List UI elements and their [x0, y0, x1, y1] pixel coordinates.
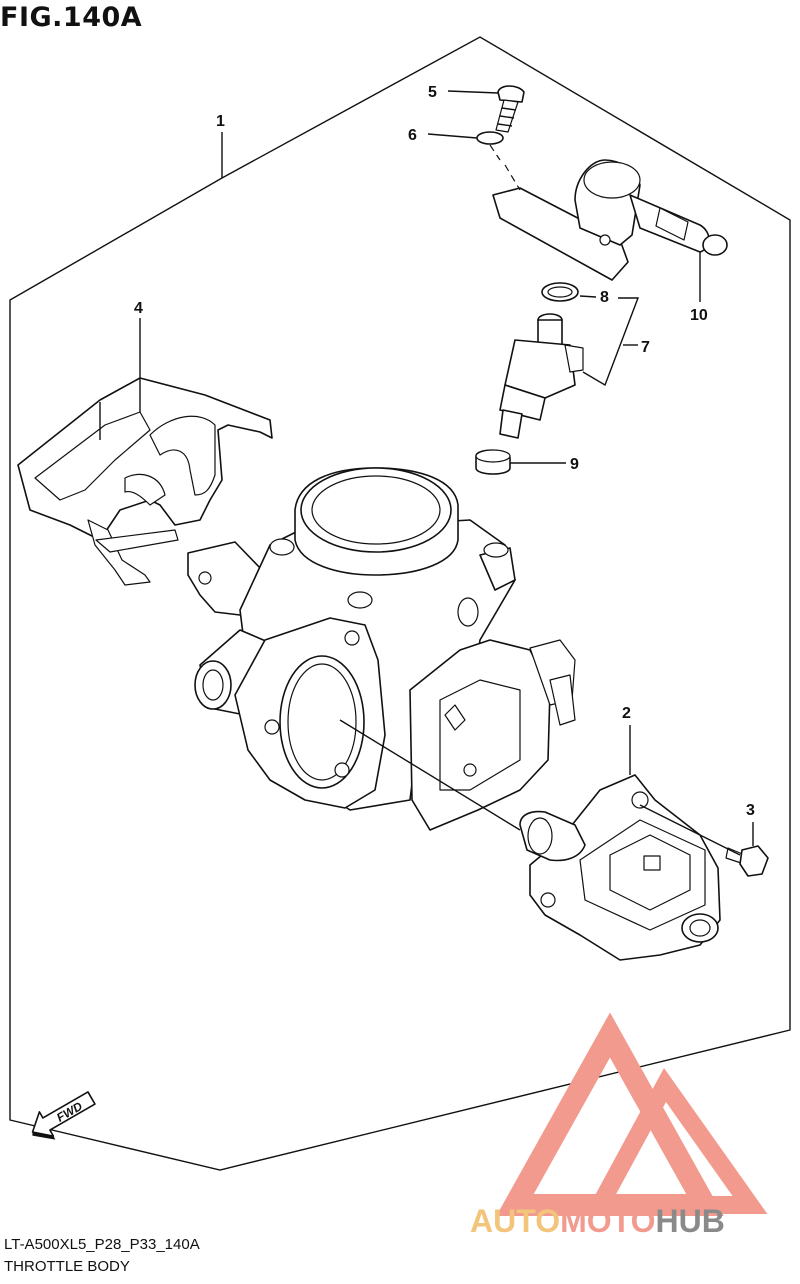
part-8-o-ring-inner [547, 286, 573, 298]
figure-name: THROTTLE BODY [4, 1258, 130, 1275]
leader-6 [427, 133, 478, 139]
callout-2: 2 [622, 705, 631, 722]
dash-5-6 [489, 144, 501, 161]
part-1-throttle-body [187, 467, 576, 831]
leader-iac-screw [639, 804, 741, 856]
dash-6-10 [504, 164, 521, 191]
part-3-screw [725, 845, 769, 877]
callout-9: 9 [570, 456, 579, 473]
callout-8: 8 [600, 289, 609, 306]
leader-7-bracket [582, 297, 640, 387]
leader-iac-bore [339, 719, 521, 831]
part-7-fuel-injector [499, 313, 584, 439]
part-6-washer [476, 131, 504, 145]
callout-6: 6 [408, 127, 417, 144]
leader-8 [579, 295, 597, 298]
part-9-seal [475, 449, 511, 475]
callout-3: 3 [746, 802, 755, 819]
callout-5: 5 [428, 84, 437, 101]
callout-1: 1 [216, 113, 225, 130]
part-4-bracket [17, 377, 273, 586]
watermark-logo [496, 1012, 768, 1216]
callout-4: 4 [134, 300, 143, 317]
figure-title: FIG.140A [0, 2, 143, 33]
part-2-iac-valve [519, 774, 721, 961]
part-10-fuel-pipe [492, 159, 728, 281]
callout-10: 10 [690, 307, 708, 324]
figure-code: LT-A500XL5_P28_P33_140A [4, 1236, 200, 1253]
callout-7: 7 [641, 339, 650, 356]
part-5-screw [495, 85, 525, 133]
leader-5 [447, 90, 499, 94]
watermark-text: AUTOMOTOHUB [470, 1203, 725, 1239]
